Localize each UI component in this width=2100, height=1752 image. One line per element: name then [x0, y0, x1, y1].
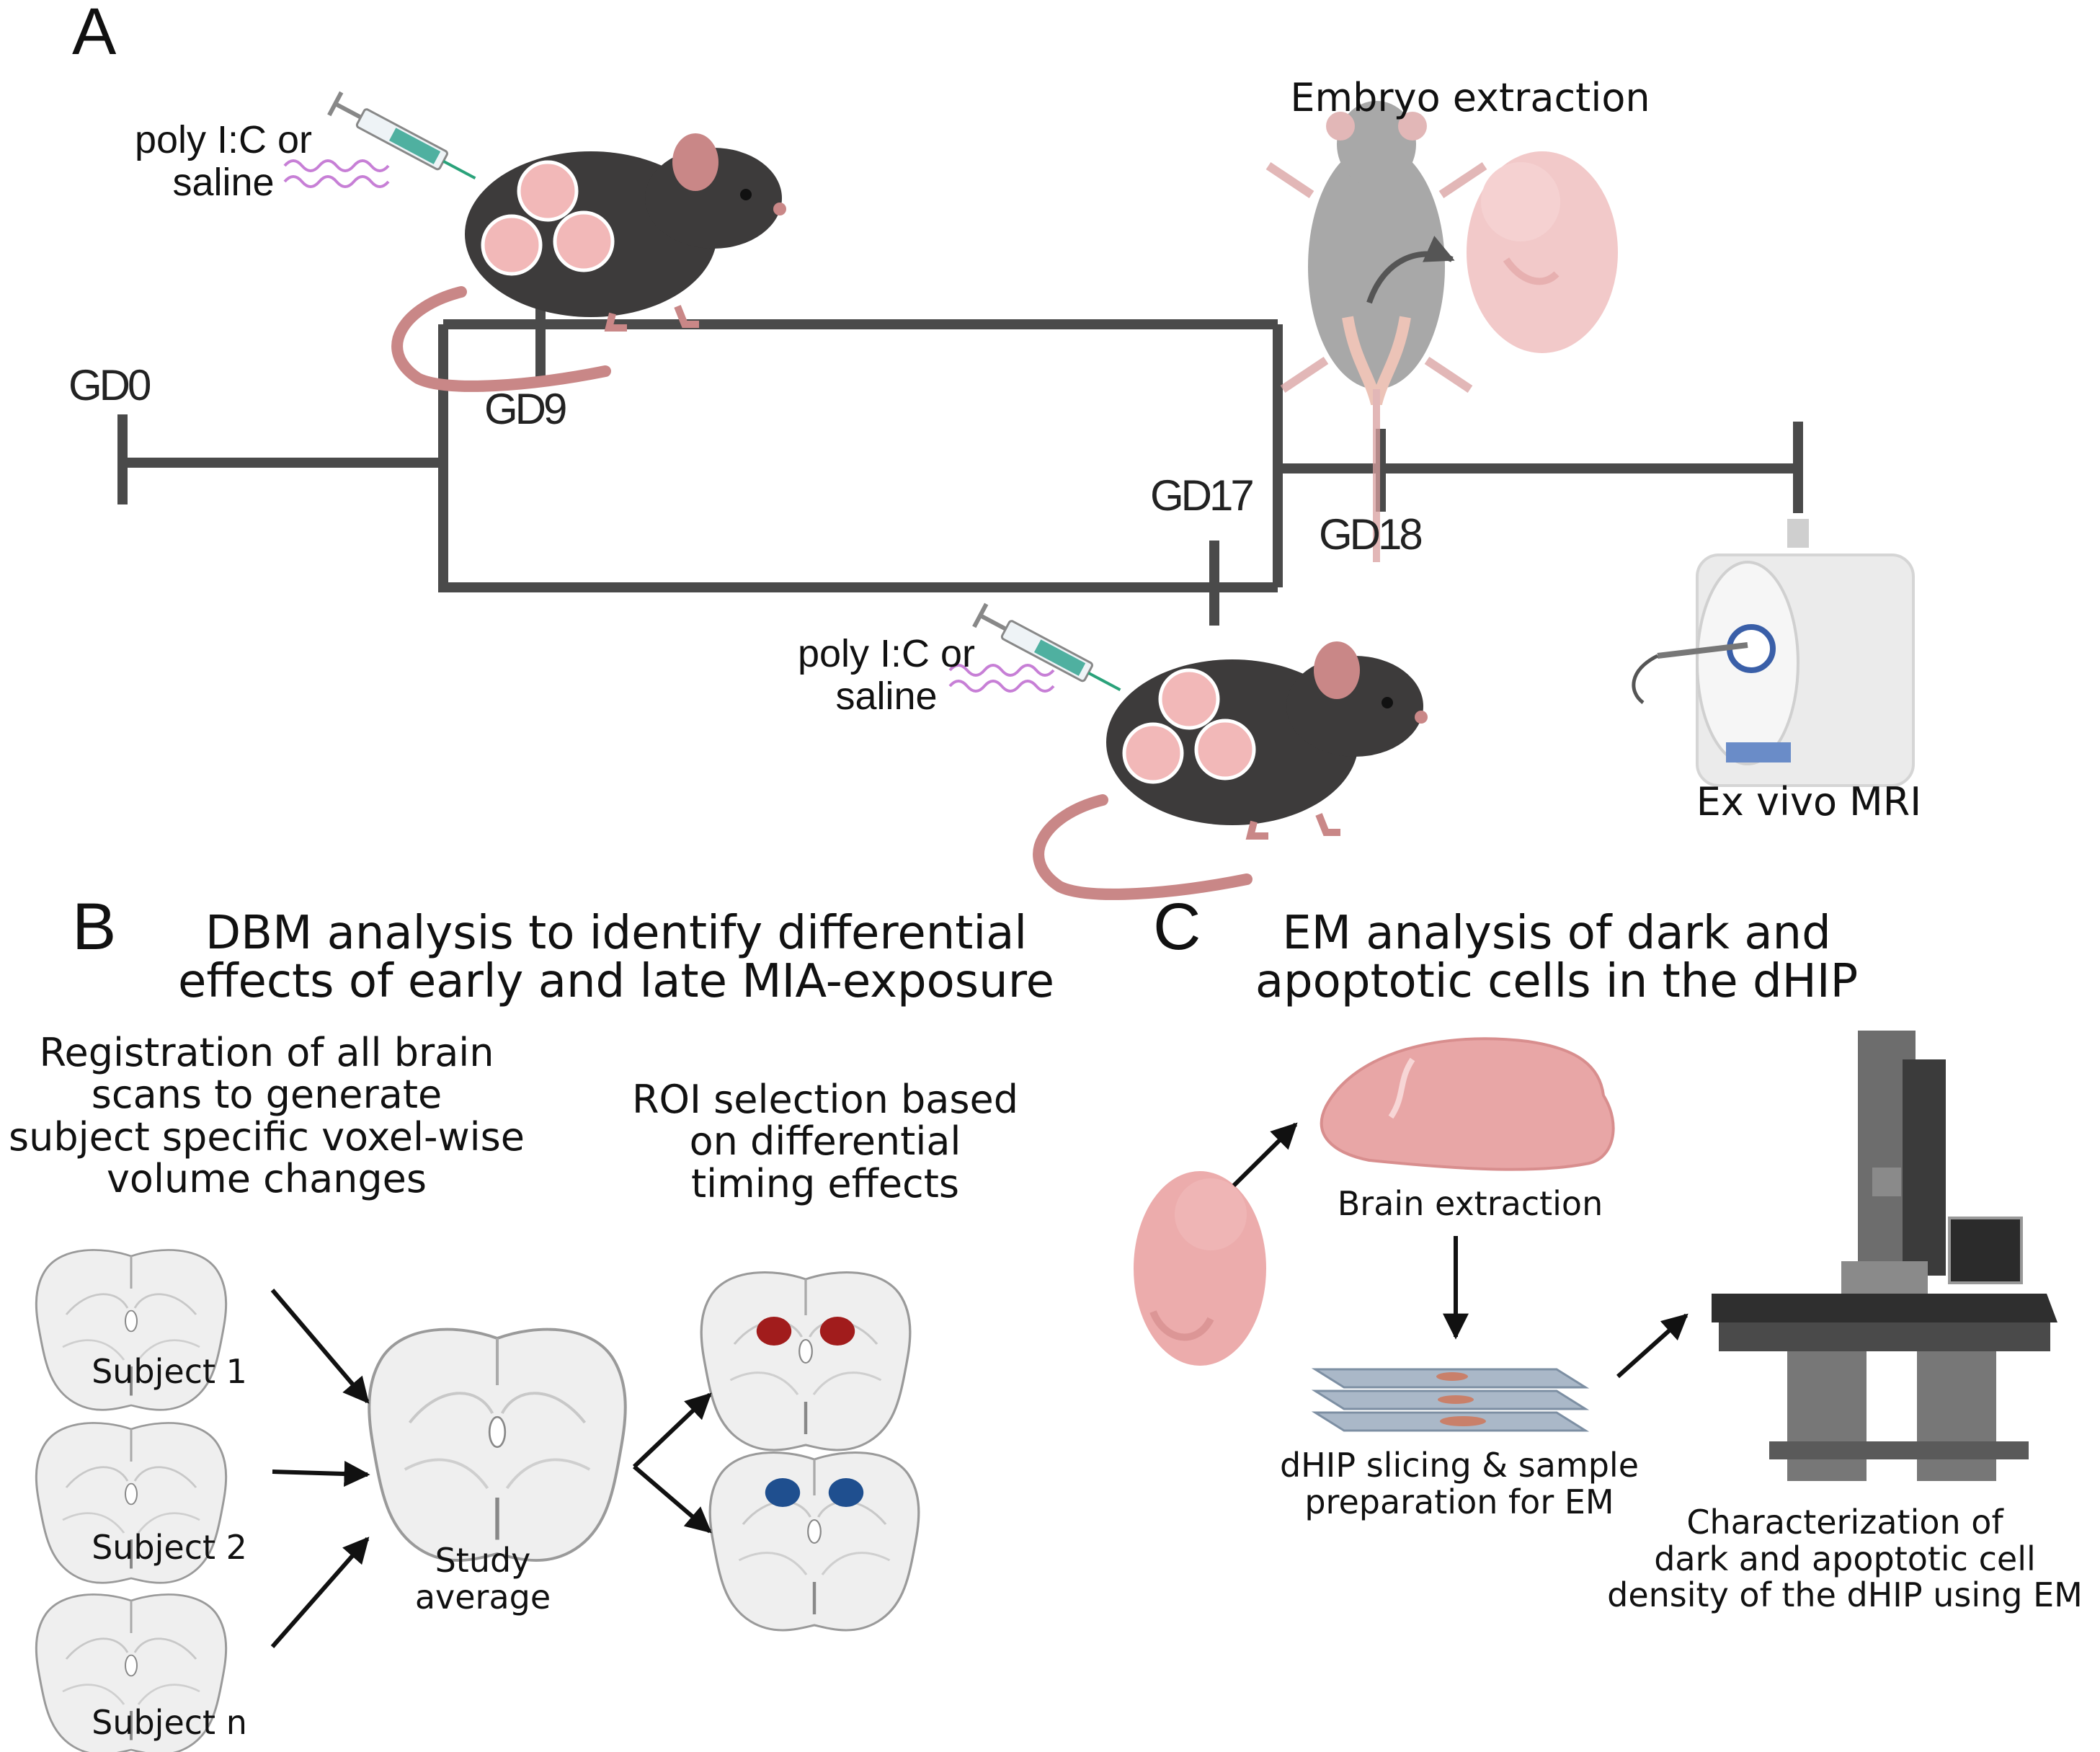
- late-injection-mouse: [1038, 641, 1428, 894]
- panel-a-letter: A: [72, 0, 117, 68]
- brain-extraction-label: Brain extraction: [1337, 1184, 1603, 1223]
- late-syringe-icon: [974, 604, 1126, 701]
- study-average-brain: [369, 1330, 625, 1560]
- extracted-brain-icon: [1320, 1037, 1615, 1171]
- early-injection-label: poly I:C or saline: [134, 118, 313, 205]
- pipeline-arrows: [1232, 1122, 1689, 1379]
- study-average-label: Study average: [414, 1541, 551, 1617]
- gd0-label: GD0: [68, 361, 151, 409]
- mri-scanner-icon: [1632, 519, 1915, 787]
- panel-b-letter: B: [72, 890, 117, 964]
- embryo-extraction-label: Embryo extraction: [1290, 75, 1650, 120]
- embryo-icon: [1467, 151, 1618, 353]
- panel-a: A GD0 GD9 GD17 GD18: [68, 0, 1915, 894]
- panel-c-title: EM analysis of dark and apoptotic cells …: [1255, 907, 1859, 1009]
- late-injection-label: poly I:C or saline: [797, 632, 976, 719]
- embryo-c-icon: [1134, 1171, 1266, 1366]
- roi-brain-red: [701, 1272, 910, 1449]
- timeline: [117, 288, 1803, 626]
- panel-b: [35, 1248, 919, 1752]
- panel-b-title: DBM analysis to identify differential ef…: [178, 907, 1054, 1009]
- slicing-label: dHIP slicing & sample preparation for EM: [1279, 1446, 1639, 1521]
- subject-n-label: Subject n: [92, 1703, 247, 1742]
- extraction-arrow-icon: [1366, 236, 1455, 304]
- gd17-label: GD17: [1150, 471, 1253, 520]
- panel-c: [1134, 1031, 2057, 1481]
- characterization-label: Characterization of dark and apoptotic c…: [1607, 1503, 2083, 1615]
- roi-text: ROI selection based on differential timi…: [632, 1077, 1018, 1206]
- slides-icon: [1311, 1368, 1590, 1432]
- gd9-label: GD9: [484, 385, 566, 433]
- roi-brain-blue: [710, 1452, 919, 1629]
- registration-arrows: [270, 1289, 712, 1648]
- early-syringe-icon: [329, 92, 481, 190]
- panel-c-letter: C: [1153, 890, 1201, 964]
- mri-label: Ex vivo MRI: [1696, 779, 1922, 824]
- registration-text: Registration of all brain scans to gener…: [9, 1030, 525, 1201]
- gd18-label: GD18: [1319, 510, 1421, 559]
- electron-microscope-icon: [1712, 1031, 2057, 1481]
- dissected-mouse-icon: [1265, 101, 1487, 562]
- early-injection-mouse: [397, 133, 786, 386]
- subject-2-label: Subject 2: [92, 1528, 247, 1567]
- subject-1-label: Subject 1: [92, 1352, 247, 1391]
